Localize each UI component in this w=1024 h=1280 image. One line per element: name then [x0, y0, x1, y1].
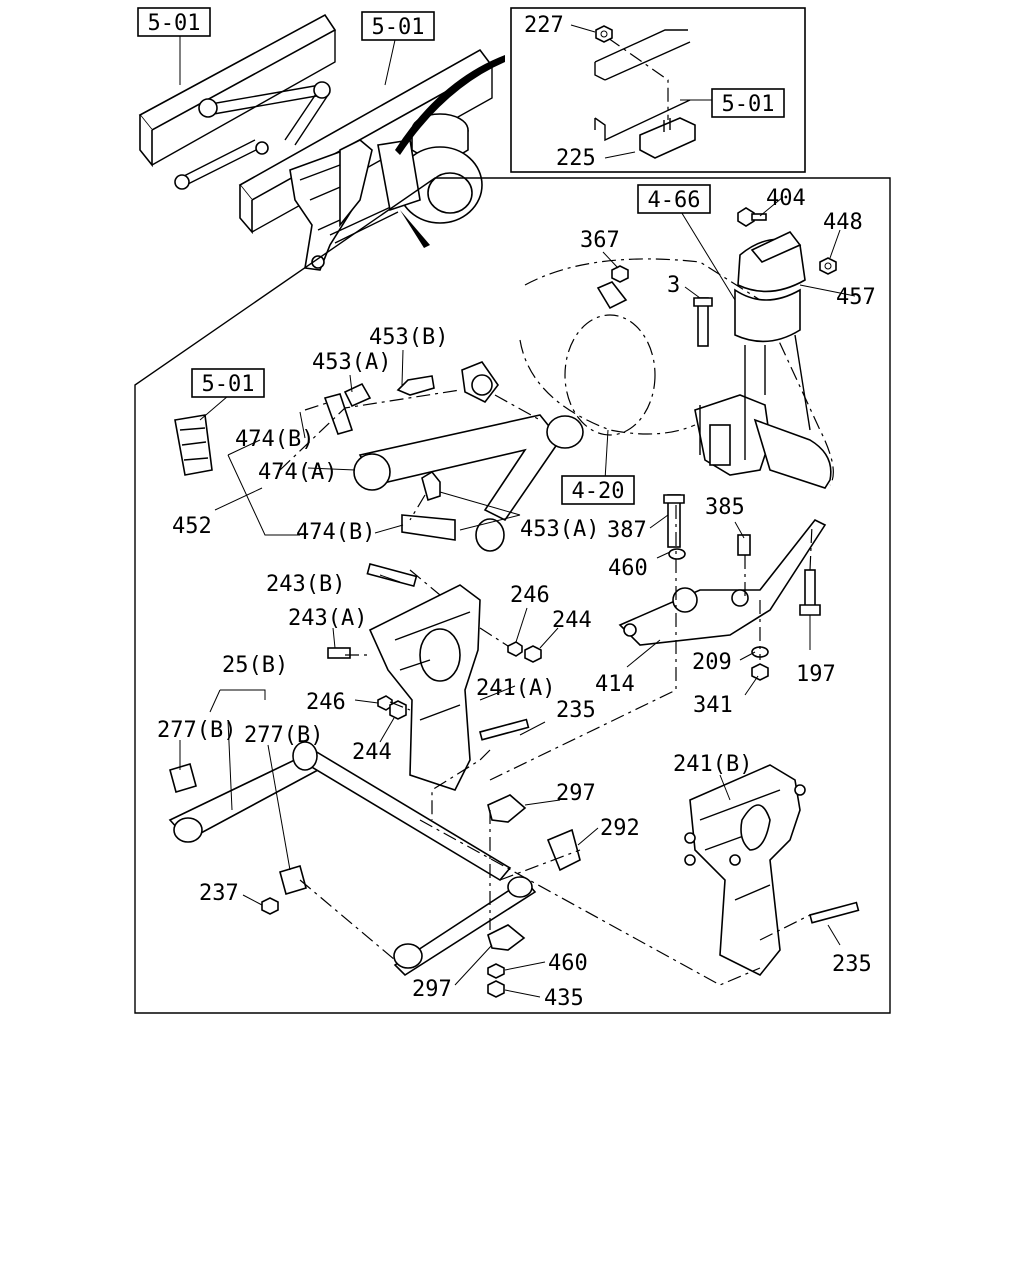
part-label-453b[interactable]: 453(B) — [369, 325, 448, 350]
part-label-277b-2[interactable]: 277(B) — [244, 723, 323, 748]
trunnion-shaft-assembly — [168, 741, 581, 998]
part-label-237[interactable]: 237 — [199, 881, 239, 906]
part-label-460[interactable]: 460 — [608, 556, 648, 581]
part-label-243b[interactable]: 243(B) — [266, 572, 345, 597]
part-label-225[interactable]: 225 — [556, 146, 596, 171]
ref-box-4-20[interactable]: 4-20 — [561, 475, 635, 505]
ref-label: 4-66 — [648, 188, 701, 213]
ref-box-5-01-b[interactable]: 5-01 — [361, 11, 435, 41]
air-spring-457 — [734, 231, 811, 431]
ref-label: 5-01 — [148, 11, 201, 36]
part-label-241b[interactable]: 241(B) — [673, 752, 752, 777]
part-label-209[interactable]: 209 — [692, 650, 732, 675]
mount-bracket-414 — [618, 494, 827, 681]
ref-label: 5-01 — [202, 372, 255, 397]
leader-lines — [179, 24, 856, 998]
part-label-244-2[interactable]: 244 — [352, 740, 392, 765]
part-label-435[interactable]: 435 — [544, 986, 584, 1011]
ref-box-5-01-a[interactable]: 5-01 — [137, 7, 211, 37]
part-label-453a[interactable]: 453(A) — [312, 350, 391, 375]
axle-housing — [519, 258, 834, 489]
spring-bracket-241b — [684, 764, 860, 977]
part-label-414[interactable]: 414 — [595, 672, 635, 697]
part-label-292[interactable]: 292 — [600, 816, 640, 841]
part-label-246-2[interactable]: 246 — [306, 690, 346, 715]
part-label-341[interactable]: 341 — [693, 693, 733, 718]
main-detail-border — [134, 177, 891, 1014]
part-label-25b[interactable]: 25(B) — [222, 653, 288, 678]
part-label-235[interactable]: 235 — [556, 698, 596, 723]
ref-box-5-01-d[interactable]: 5-01 — [191, 368, 265, 398]
part-label-297-2[interactable]: 297 — [412, 977, 452, 1002]
part-label-448[interactable]: 448 — [823, 210, 863, 235]
part-label-241a[interactable]: 241(A) — [476, 676, 555, 701]
part-label-460-2[interactable]: 460 — [548, 951, 588, 976]
spring-bracket-241a — [327, 563, 542, 791]
part-label-244[interactable]: 244 — [552, 608, 592, 633]
part-labels: 227 225 404 448 457 367 3 453(B) 453(A) … — [157, 13, 876, 1011]
ref-box-5-01-c[interactable]: 5-01 — [711, 88, 785, 118]
part-label-277b[interactable]: 277(B) — [157, 718, 236, 743]
part-label-474b[interactable]: 474(B) — [235, 427, 314, 452]
part-label-387[interactable]: 387 — [607, 518, 647, 543]
torque-rod — [323, 361, 584, 552]
part-label-385[interactable]: 385 — [705, 495, 745, 520]
ref-label: 4-20 — [572, 479, 625, 504]
part-label-246[interactable]: 246 — [510, 583, 550, 608]
frame-bracket-left — [174, 414, 213, 476]
part-label-474b-2[interactable]: 474(B) — [296, 520, 375, 545]
ref-label: 5-01 — [372, 15, 425, 40]
ref-label: 5-01 — [722, 92, 775, 117]
part-label-3[interactable]: 3 — [667, 273, 680, 298]
part-label-474a[interactable]: 474(A) — [258, 460, 337, 485]
part-label-243a[interactable]: 243(A) — [288, 606, 367, 631]
part-label-227[interactable]: 227 — [524, 13, 564, 38]
hardware-top — [596, 207, 837, 347]
part-label-452[interactable]: 452 — [172, 514, 212, 539]
part-label-235-2[interactable]: 235 — [832, 952, 872, 977]
part-label-453a-2[interactable]: 453(A) — [520, 517, 599, 542]
part-label-197[interactable]: 197 — [796, 662, 836, 687]
part-label-404[interactable]: 404 — [766, 186, 806, 211]
part-label-297[interactable]: 297 — [556, 781, 596, 806]
ref-box-4-66[interactable]: 4-66 — [637, 184, 711, 214]
part-label-457[interactable]: 457 — [836, 285, 876, 310]
chassis-overview-illustration — [138, 13, 505, 271]
part-label-367[interactable]: 367 — [580, 228, 620, 253]
